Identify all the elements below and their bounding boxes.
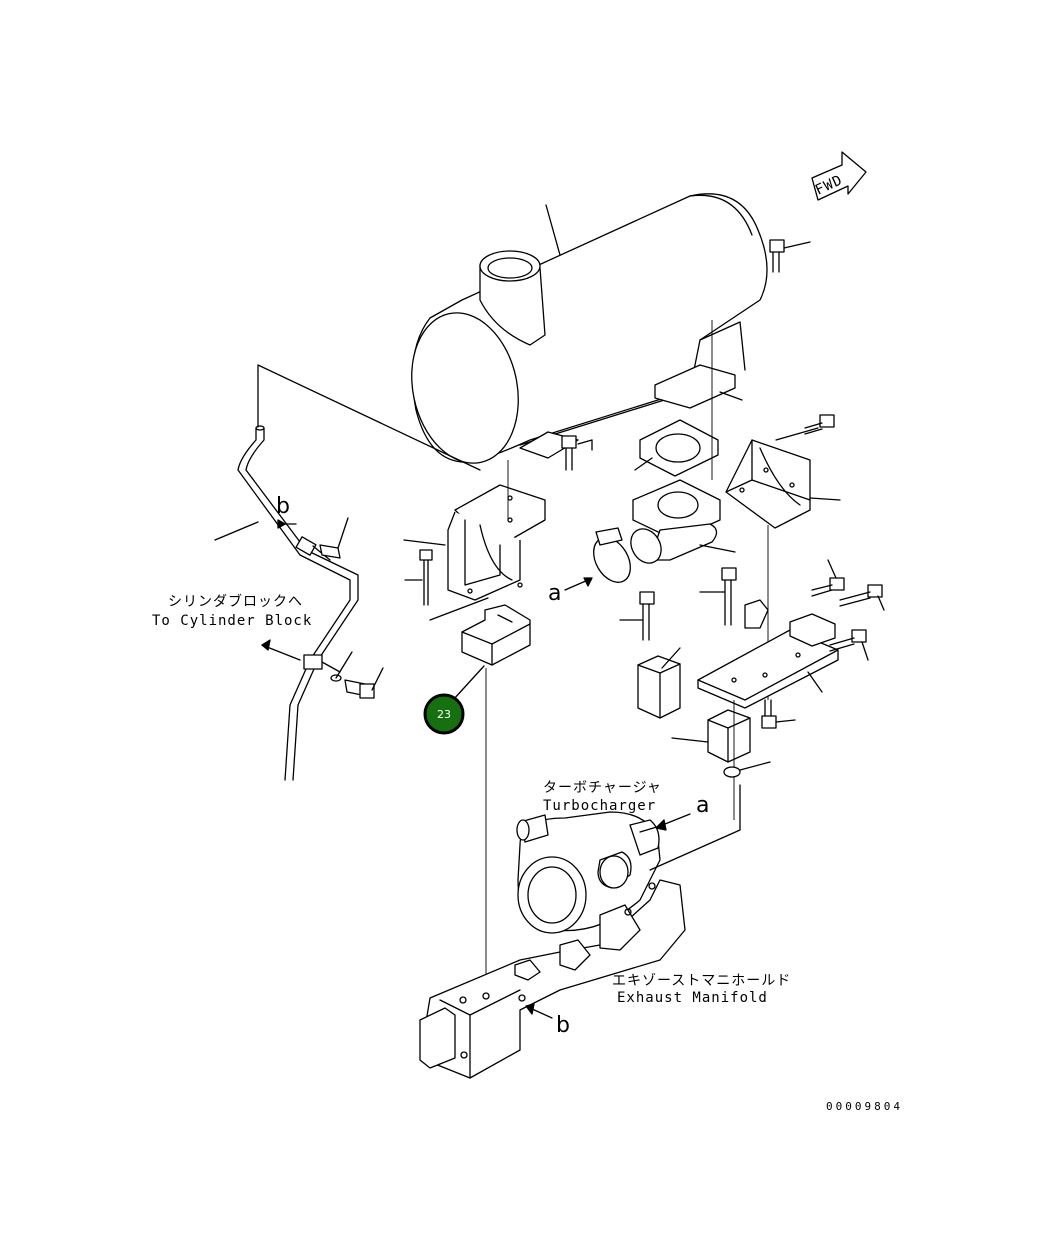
cylinder-block-en: To Cylinder Block [152,613,312,629]
callout-23[interactable]: 23 [423,665,485,735]
spacer-block-small [637,655,681,719]
drain-tube [237,364,481,781]
fwd-arrow-icon: FWD [811,151,867,201]
callout-badge[interactable] [423,693,465,735]
gasket [639,419,719,477]
muffler-bracket [447,484,546,601]
drawing-number: 00009804 [826,1100,903,1113]
exhaust-elbow [630,479,721,564]
ref-a-turbo: a [696,793,709,818]
bolt-icon [761,559,885,729]
exhaust-manifold [419,784,741,1079]
muffler [411,193,768,464]
turbocharger-jp: ターボチャージャ [543,780,662,796]
ref-b-tube: b [276,494,290,519]
clamp-ring [593,527,631,583]
spacer-block [461,604,531,666]
ref-b-manifold: b [556,1013,570,1038]
bolt-icon [561,239,835,471]
ref-a-clamp: a [548,581,561,606]
exhaust-manifold-en: Exhaust Manifold [617,990,768,1006]
bolt-icon [404,549,433,606]
rubber-mount [789,613,836,647]
spacer-block-lower [707,709,751,763]
cylinder-block-jp: シリンダブロックへ [168,593,303,610]
exhaust-manifold-jp: エキゾーストマニホールド [612,973,791,989]
mounting-bracket-right [725,439,811,529]
callout-number[interactable]: 23 [437,708,451,721]
mount-plate [697,599,839,709]
nut-icon [723,761,771,778]
turbocharger [516,811,661,934]
turbocharger-en: Turbocharger [543,798,656,814]
bolt-icon [319,517,384,699]
bolt-icon [619,567,737,641]
